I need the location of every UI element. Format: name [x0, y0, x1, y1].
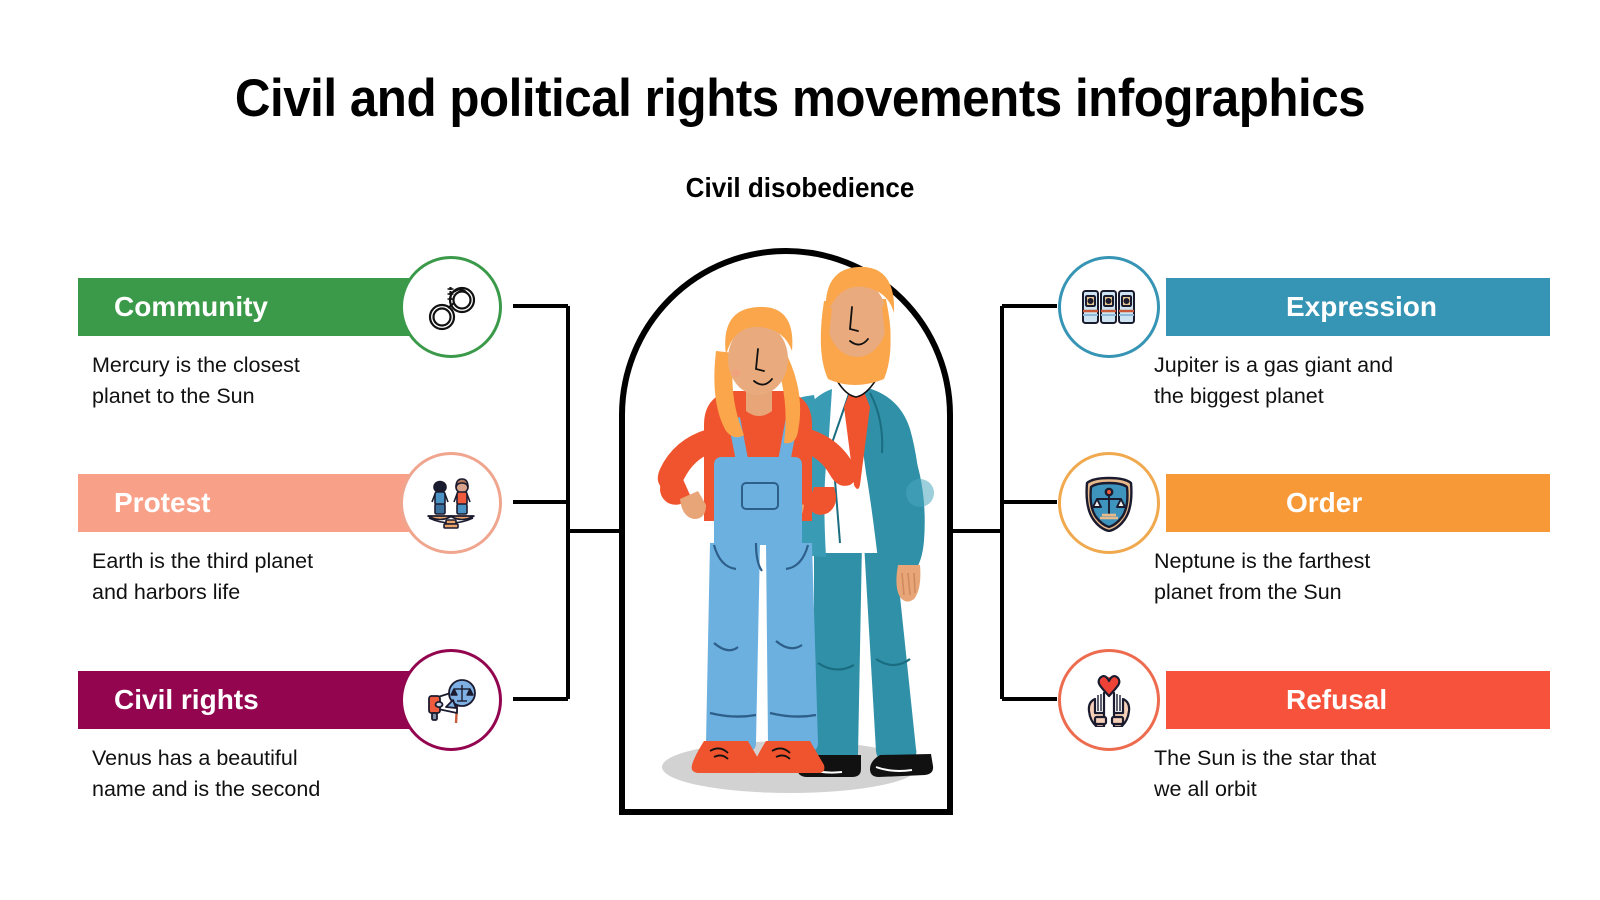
protest-label: Protest [114, 487, 211, 518]
order-icon-circle[interactable] [1058, 452, 1160, 554]
community-description: Mercury is the closest planet to the Sun [92, 353, 300, 408]
hands-heart-icon [1087, 674, 1131, 727]
order-description: Neptune is the farthest planet from the … [1154, 549, 1371, 604]
left-item-protest[interactable]: Protest Earth is the third planet and ha… [78, 452, 548, 674]
page-subtitle: Civil disobedience [685, 172, 915, 203]
expression-description: Jupiter is a gas giant and the biggest p… [1154, 353, 1394, 408]
refusal-description: The Sun is the star that we all orbit [1154, 746, 1377, 801]
expression-label: Expression [1286, 291, 1437, 322]
right-item-expression[interactable]: Expression Jupiter is a gas giant and th… [1050, 256, 1550, 478]
balance-people-icon [427, 478, 475, 529]
page-title: Civil and political rights movements inf… [234, 69, 1366, 128]
civil-rights-bar: Civil rights [78, 671, 462, 729]
order-label: Order [1286, 487, 1363, 518]
protest-description: Earth is the third planet and harbors li… [92, 549, 314, 604]
community-label: Community [114, 291, 268, 322]
community-icon-circle[interactable] [400, 256, 502, 358]
center-illustration-panel [618, 243, 954, 816]
megaphone-justice-icon [428, 679, 476, 724]
community-bar: Community [78, 278, 462, 336]
refusal-icon-circle[interactable] [1058, 649, 1160, 751]
civil-rights-label: Civil rights [114, 684, 259, 715]
refusal-label: Refusal [1286, 684, 1388, 715]
handcuffs-icon [428, 286, 476, 331]
left-item-civil-rights[interactable]: Civil rights Venus has a beautiful name … [78, 649, 548, 871]
protest-icon-circle[interactable] [400, 452, 502, 554]
expression-bar: Expression [1166, 278, 1550, 336]
right-item-order[interactable]: Order Neptune is the farthest planet fro… [1050, 452, 1550, 674]
civil-rights-description: Venus has a beautiful name and is the se… [92, 746, 321, 801]
left-item-community[interactable]: Community Mercury is the closest planet … [78, 256, 548, 478]
right-item-refusal[interactable]: Refusal The Sun is the star that we all … [1050, 649, 1550, 871]
refusal-bar: Refusal [1166, 671, 1550, 729]
two-people-standing-illustration [657, 266, 934, 793]
order-bar: Order [1166, 474, 1550, 532]
civil-rights-icon-circle[interactable] [400, 649, 502, 751]
expression-icon-circle[interactable] [1058, 256, 1160, 358]
shield-scales-icon [1085, 476, 1133, 532]
voting-booths-icon [1082, 290, 1135, 324]
protest-bar: Protest [78, 474, 462, 532]
